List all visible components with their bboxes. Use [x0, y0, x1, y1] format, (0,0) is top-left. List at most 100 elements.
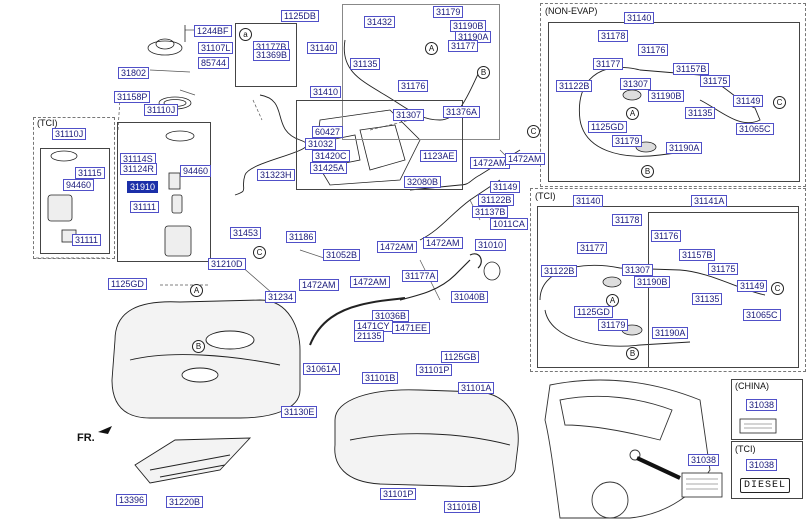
part-label-31176[interactable]: 31176 — [398, 80, 429, 92]
part-label-1125gd-non-evap[interactable]: 1125GD — [588, 121, 627, 133]
part-label-1472am[interactable]: 1472AM — [423, 237, 463, 249]
part-label-31101a[interactable]: 31101A — [458, 382, 495, 394]
part-label-31140-non-evap[interactable]: 31140 — [624, 12, 655, 24]
part-label-94460-tci[interactable]: 94460 — [63, 179, 95, 191]
part-label-13396[interactable]: 13396 — [116, 494, 148, 506]
part-label-31122b[interactable]: 31122B — [478, 194, 515, 206]
part-label-31130e[interactable]: 31130E — [281, 406, 318, 418]
part-label-1472am[interactable]: 1472AM — [299, 279, 339, 291]
part-label-31061a[interactable]: 31061A — [303, 363, 341, 375]
part-label-31158p[interactable]: 31158P — [114, 91, 151, 103]
part-label-31135[interactable]: 31135 — [350, 58, 381, 70]
part-label-1472am[interactable]: 1472AM — [377, 241, 417, 253]
part-label-31111-tci[interactable]: 31111 — [72, 234, 102, 246]
part-label-31010[interactable]: 31010 — [475, 239, 507, 251]
part-label-31101p[interactable]: 31101P — [416, 364, 453, 376]
part-label-31307[interactable]: 31307 — [393, 109, 425, 121]
part-label-31175-non-evap[interactable]: 31175 — [700, 75, 731, 87]
part-label-31410[interactable]: 31410 — [310, 86, 342, 98]
part-label-1125gb[interactable]: 1125GB — [441, 351, 480, 363]
part-label-31149-non-evap[interactable]: 31149 — [733, 95, 764, 107]
part-label-31135-tci[interactable]: 31135 — [692, 293, 723, 305]
part-label-31110j-tci[interactable]: 31110J — [52, 128, 87, 140]
callout-c: C — [771, 282, 784, 295]
part-label-21135[interactable]: 21135 — [354, 330, 385, 342]
part-label-31140-tci[interactable]: 31140 — [573, 195, 604, 207]
part-label-31111[interactable]: 31111 — [130, 201, 160, 213]
part-label-31323h[interactable]: 31323H — [257, 169, 295, 181]
part-label-31176-non-evap[interactable]: 31176 — [638, 44, 669, 56]
part-label-1244bf[interactable]: 1244BF — [194, 25, 232, 37]
part-label-31124r[interactable]: 31124R — [120, 163, 157, 175]
part-label-31040b[interactable]: 31040B — [451, 291, 489, 303]
part-label-31038-china[interactable]: 31038 — [746, 399, 778, 411]
part-label-31175-tci[interactable]: 31175 — [708, 263, 739, 275]
part-label-31135-non-evap[interactable]: 31135 — [685, 107, 716, 119]
part-label-31115[interactable]: 31115 — [75, 167, 105, 179]
part-label-31178-non-evap[interactable]: 31178 — [598, 30, 629, 42]
part-label-31179-tci[interactable]: 31179 — [598, 319, 629, 331]
part-label-31802[interactable]: 31802 — [118, 67, 150, 79]
part-label-31032[interactable]: 31032 — [305, 138, 337, 150]
part-label-31038[interactable]: 31038 — [688, 454, 720, 466]
part-label-31453[interactable]: 31453 — [230, 227, 262, 239]
part-label-31065c-tci[interactable]: 31065C — [743, 309, 781, 321]
part-label-31190a-non-evap[interactable]: 31190A — [666, 142, 703, 154]
part-label-31065c-non-evap[interactable]: 31065C — [736, 123, 774, 135]
part-label-31179-non-evap[interactable]: 31179 — [612, 135, 643, 147]
part-label-31190b-tci[interactable]: 31190B — [634, 276, 671, 288]
part-label-31177-tci[interactable]: 31177 — [577, 242, 608, 254]
part-label-31149-tci[interactable]: 31149 — [737, 280, 768, 292]
part-label-31177-non-evap[interactable]: 31177 — [593, 58, 624, 70]
part-label-31307-non-evap[interactable]: 31307 — [620, 78, 652, 90]
part-label-31177[interactable]: 31177 — [448, 40, 479, 52]
part-label-31052b[interactable]: 31052B — [323, 249, 361, 261]
part-label-31420c[interactable]: 31420C — [312, 150, 350, 162]
part-label-31432[interactable]: 31432 — [364, 16, 396, 28]
part-label-31179[interactable]: 31179 — [433, 6, 464, 18]
part-label-31107l[interactable]: 31107L — [198, 42, 234, 54]
part-label-31176-tci[interactable]: 31176 — [651, 230, 682, 242]
part-label-31141a-tci[interactable]: 31141A — [691, 195, 728, 207]
part-label-31140[interactable]: 31140 — [307, 42, 338, 54]
part-label-31220b[interactable]: 31220B — [166, 496, 204, 508]
part-label-31137b[interactable]: 31137B — [472, 206, 509, 218]
part-label-31369b[interactable]: 31369B — [253, 49, 291, 61]
part-label-31190b-non-evap[interactable]: 31190B — [648, 90, 685, 102]
part-label-31376a[interactable]: 31376A — [443, 106, 481, 118]
part-label-31122b-tci[interactable]: 31122B — [541, 265, 578, 277]
part-label-31157b-tci[interactable]: 31157B — [679, 249, 716, 261]
part-label-31178-tci[interactable]: 31178 — [612, 214, 643, 226]
part-label-31038-tci[interactable]: 31038 — [746, 459, 778, 471]
part-label-31190a-tci[interactable]: 31190A — [652, 327, 689, 339]
part-label-94460[interactable]: 94460 — [180, 165, 212, 177]
front-arrow — [98, 426, 112, 434]
part-label-31186[interactable]: 31186 — [286, 231, 317, 243]
part-label-60427[interactable]: 60427 — [312, 126, 344, 138]
part-label-1123ae[interactable]: 1123AE — [420, 150, 458, 162]
part-label-1472am[interactable]: 1472AM — [350, 276, 390, 288]
part-label-31425a[interactable]: 31425A — [310, 162, 348, 174]
part-label-31210d[interactable]: 31210D — [208, 258, 246, 270]
part-label-31101p[interactable]: 31101P — [380, 488, 417, 500]
part-label-32080b[interactable]: 32080B — [404, 176, 442, 188]
part-label-31234[interactable]: 31234 — [265, 291, 297, 303]
part-label-31101b[interactable]: 31101B — [444, 501, 481, 513]
part-label-1471ee[interactable]: 1471EE — [392, 322, 431, 334]
part-label-1472am[interactable]: 1472AM — [470, 157, 510, 169]
part-label-31157b-non-evap[interactable]: 31157B — [673, 63, 710, 75]
part-label-1472am[interactable]: 1472AM — [505, 153, 545, 165]
part-label-31122b-non-evap[interactable]: 31122B — [556, 80, 593, 92]
part-label-31177a[interactable]: 31177A — [402, 270, 439, 282]
part-label-1125gd[interactable]: 1125GD — [108, 278, 147, 290]
part-label-31910-highlighted[interactable]: 31910 — [127, 181, 159, 193]
part-label-1125gd-tci[interactable]: 1125GD — [574, 306, 613, 318]
part-label-31101b[interactable]: 31101B — [362, 372, 399, 384]
part-label-31110j[interactable]: 31110J — [144, 104, 179, 116]
part-label-1011ca[interactable]: 1011CA — [490, 218, 528, 230]
part-label-85744[interactable]: 85744 — [198, 57, 230, 69]
part-label-31307-tci[interactable]: 31307 — [622, 264, 654, 276]
part-label-31149[interactable]: 31149 — [490, 181, 521, 193]
part-label-1125db[interactable]: 1125DB — [281, 10, 319, 22]
